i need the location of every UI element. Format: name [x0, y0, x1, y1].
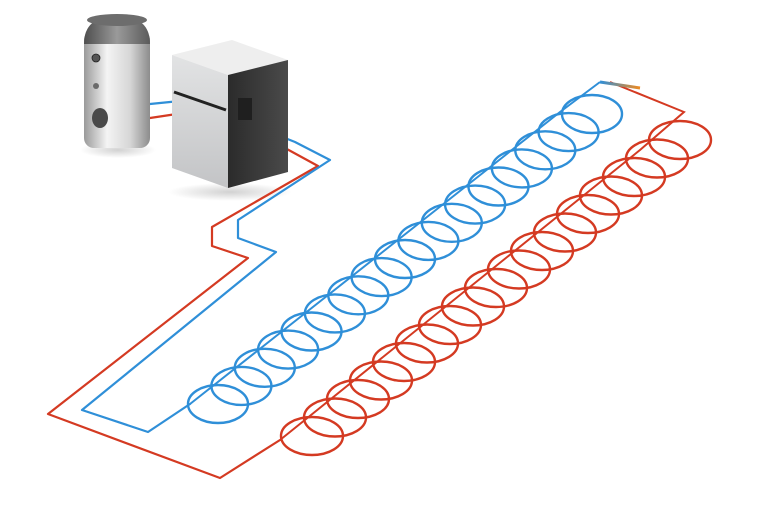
water-tank	[84, 14, 150, 148]
cold-loop-coils	[186, 93, 624, 425]
pump-shadow	[168, 183, 292, 201]
tank-inspection-hatch	[92, 108, 108, 128]
hot-return-track	[279, 81, 686, 441]
warm-transition-pipe	[599, 80, 641, 90]
tank-gauge-icon	[91, 53, 101, 63]
hot-coil-loop	[647, 119, 713, 161]
cold-coil-loop	[560, 93, 624, 135]
heat-pump-control-panel	[238, 98, 252, 120]
tank-port-icon	[93, 83, 99, 89]
cold-track	[189, 81, 601, 405]
hot-loop-coils	[279, 119, 713, 457]
heat-pump-unit	[172, 40, 288, 188]
